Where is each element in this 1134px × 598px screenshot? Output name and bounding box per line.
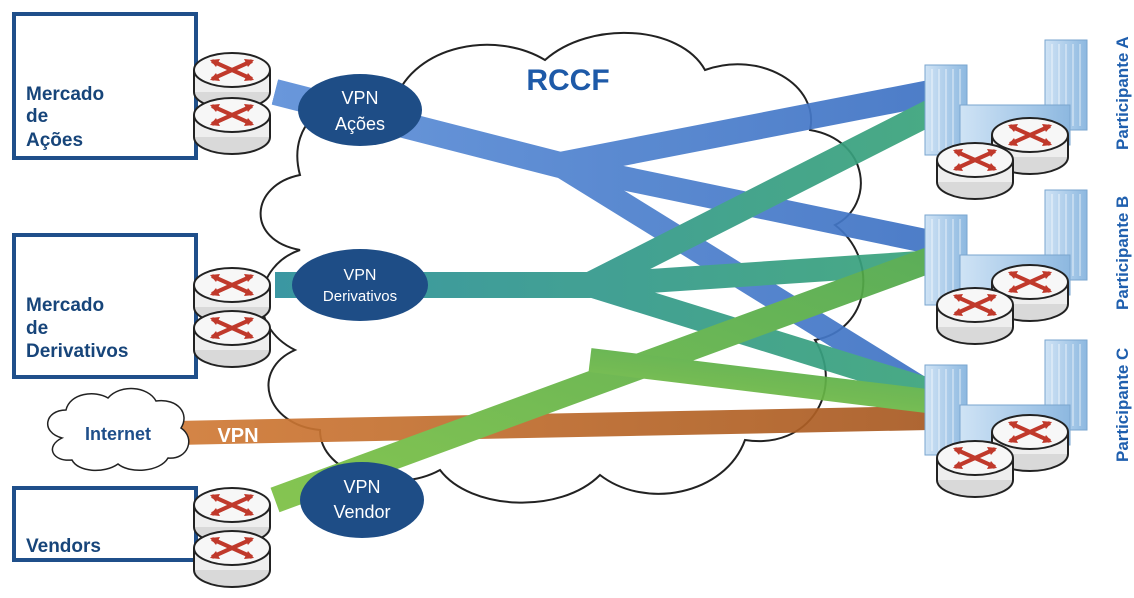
vpn-derivativos: VPN Derivativos [292,249,428,321]
vpn-label: VPN [344,267,377,284]
vpn-label: Ações [335,114,385,134]
internet-label: Internet [85,424,151,444]
vpn-label: Vendor [333,502,390,522]
router-icon [192,529,272,589]
participant-label: Participante B [1113,196,1132,310]
vpn-vendor: VPN Vendor [300,462,424,538]
source-label: Vendors [26,536,101,557]
participant-b: Participante B [924,189,1132,346]
router-icon [192,96,272,156]
source-box [12,233,198,379]
source-label: Derivativos [26,341,128,362]
source-label: Ações [26,130,83,151]
participant-label: Participante C [1113,348,1132,462]
vpn-acoes: VPN Ações [298,74,422,146]
source-box [12,486,198,562]
source-mercado-acoes: Mercado de Ações [12,12,198,160]
router-icon [935,286,1015,346]
participant-a: Participante A [924,36,1132,201]
link-internet-c [174,406,931,445]
participant-label: Participante A [1113,36,1132,150]
source-mercado-derivativos: Mercado de Derivativos [12,233,198,379]
link-vendor-c [588,348,937,414]
link-vendor-b [270,245,940,513]
vpn-label: VPN [341,88,378,108]
source-label: de [26,106,48,127]
source-vendors: Vendors [12,486,198,562]
source-label: Mercado [26,295,104,316]
router-icon [935,141,1015,201]
vpn-label: Derivativos [323,288,397,305]
link-bands [174,79,942,513]
router-icon [935,439,1015,499]
router-icon [192,309,272,369]
vpn-label: VPN [343,477,380,497]
source-box [12,12,198,160]
vpn-internet-label: VPN [217,425,258,447]
participant-c: Participante C [924,339,1132,499]
source-label: Mercado [26,84,104,105]
rccf-title: RCCF [526,64,609,97]
internet-cloud [46,387,190,472]
source-label: de [26,318,48,339]
